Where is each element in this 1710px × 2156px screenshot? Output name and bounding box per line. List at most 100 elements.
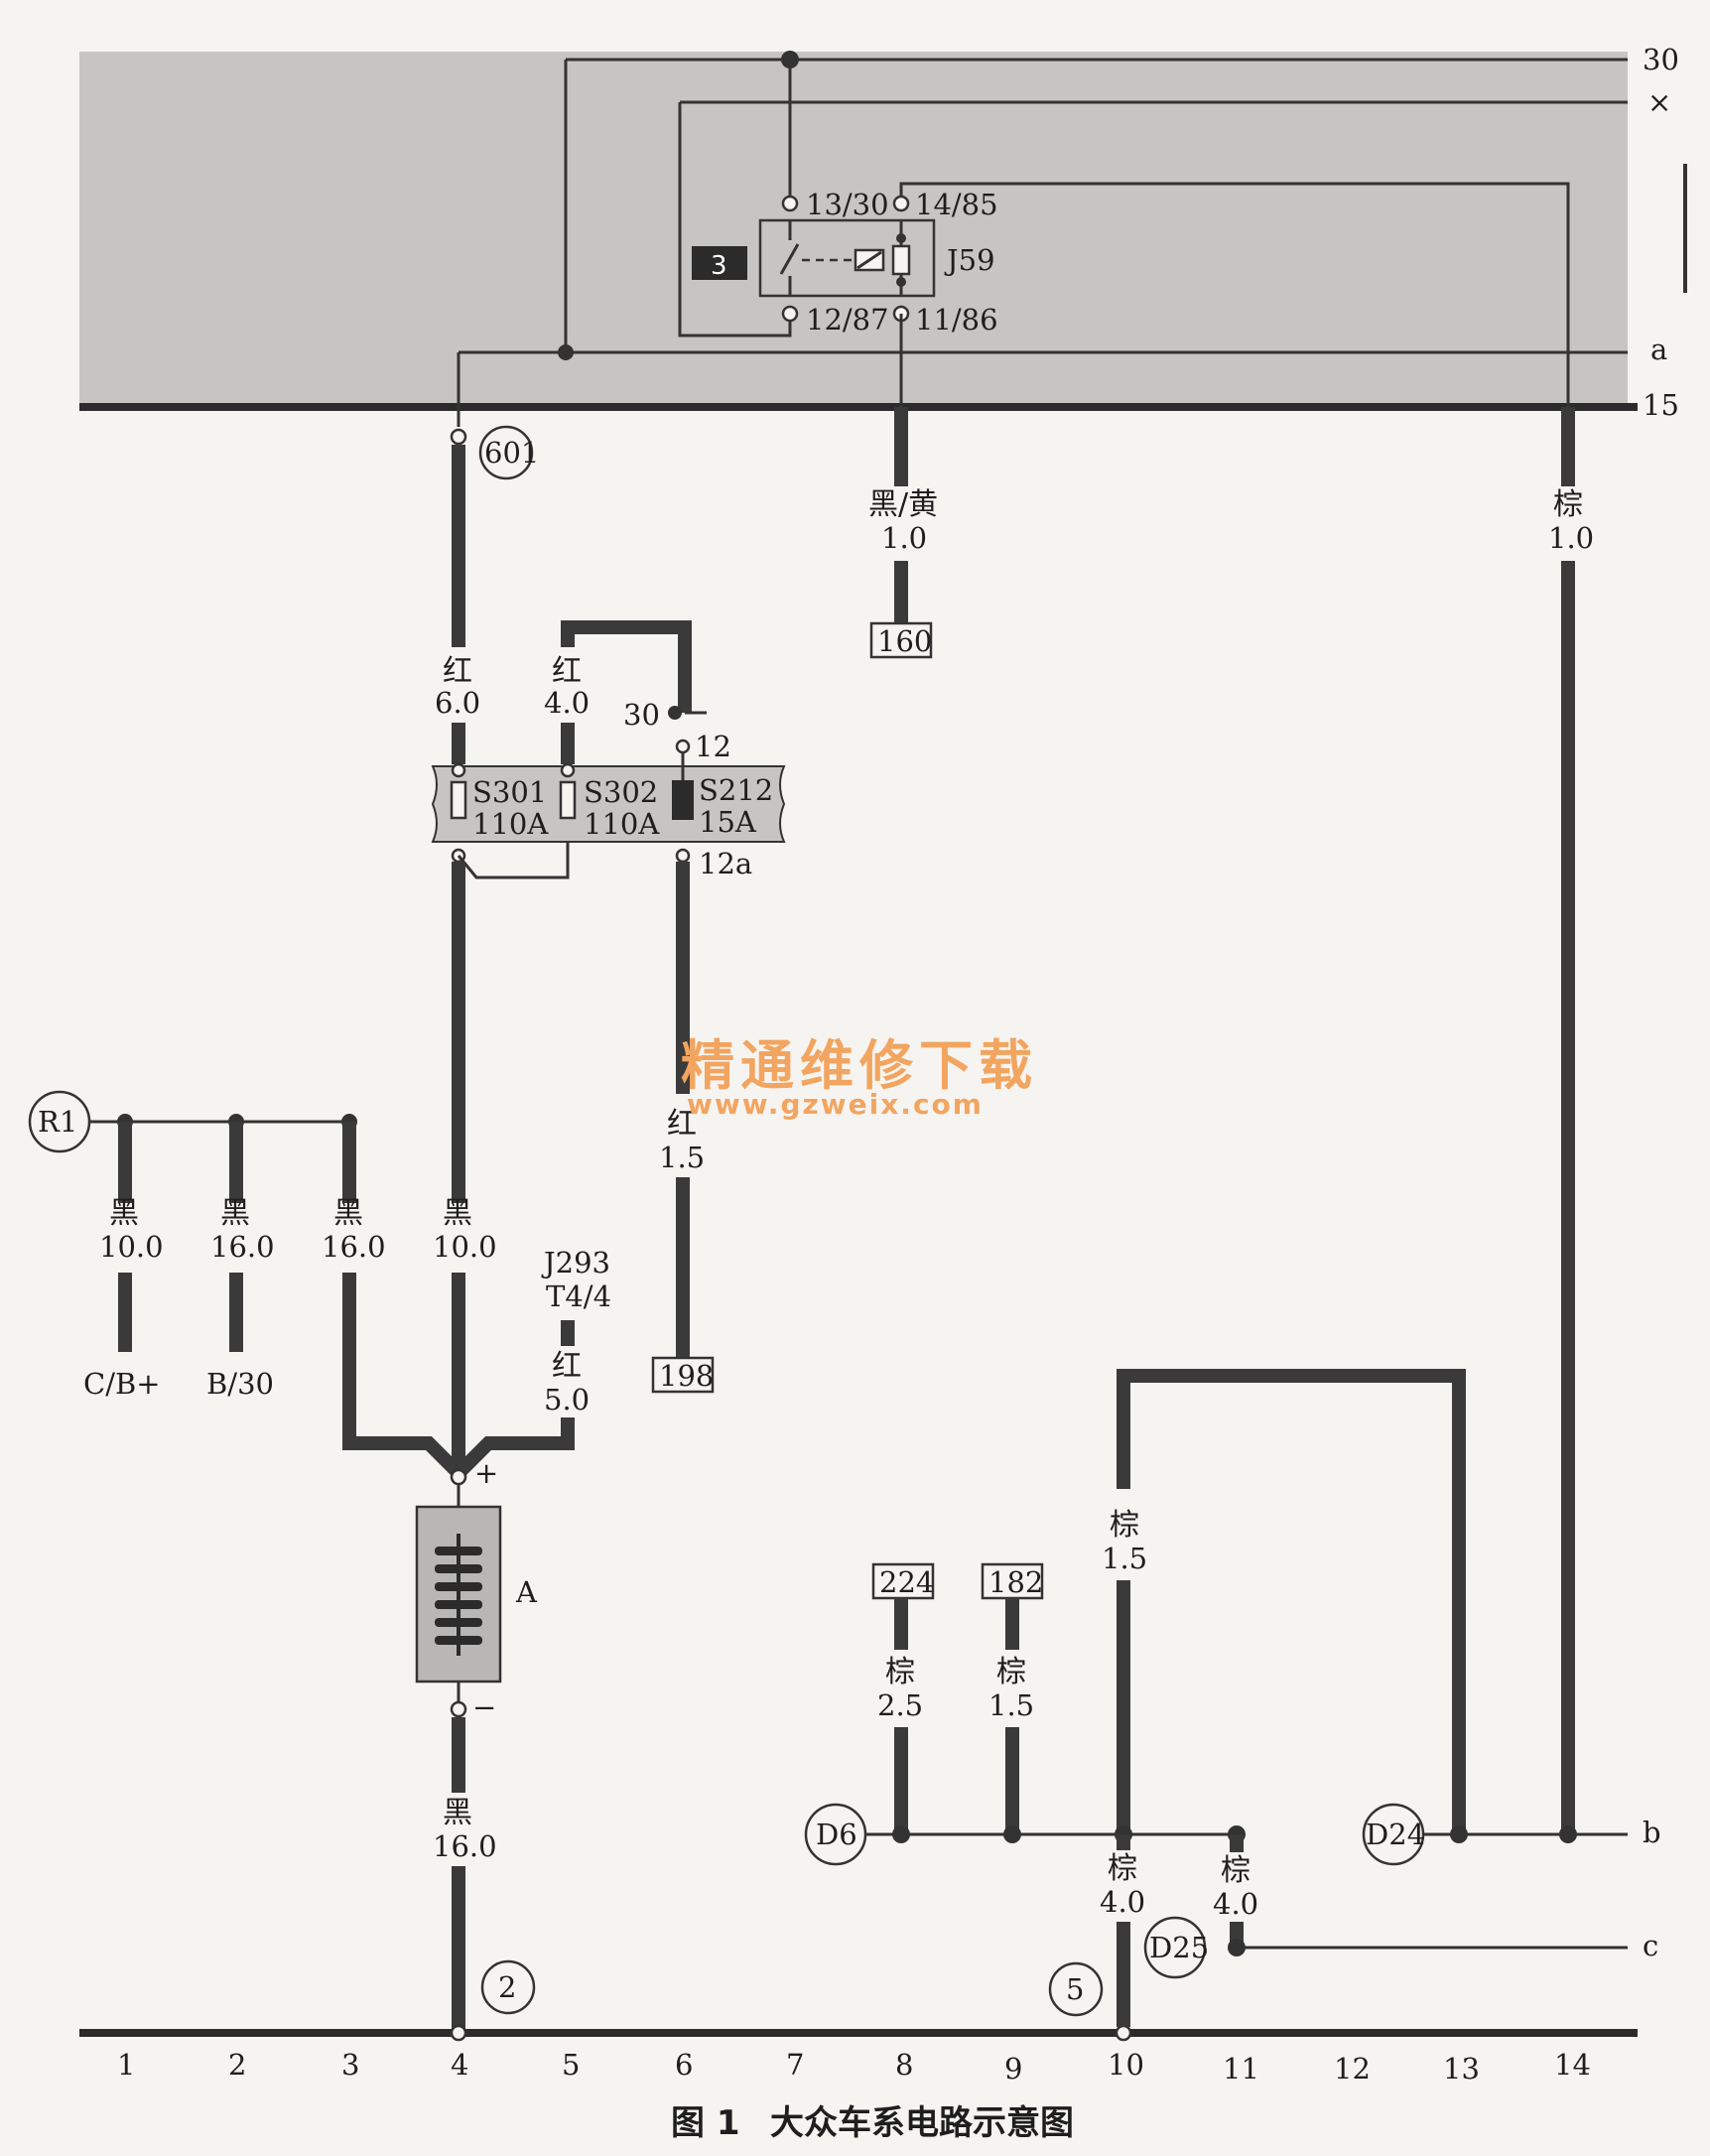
terminal-t44: T4/4	[546, 1280, 611, 1313]
relay-coil-dot-bottom	[896, 277, 906, 287]
wire-red-s302-loop	[561, 620, 692, 713]
ref-182: 182	[988, 1565, 1043, 1599]
col-6: 6	[675, 2048, 693, 2082]
relay-j59-box	[758, 218, 936, 298]
ref-160-box	[869, 621, 933, 659]
column-numbers: 1 2 3 4 5 6 7 8 9 10 11 12 13 14	[117, 2048, 1591, 2086]
col-2: 2	[228, 2048, 246, 2082]
col-12: 12	[1334, 2052, 1371, 2086]
relay-tag-text: 3	[711, 251, 727, 281]
col-11: 11	[1223, 2052, 1259, 2086]
wire-brown-10-label: 棕	[1108, 1851, 1137, 1886]
col-7: 7	[786, 2048, 804, 2082]
ground-node-5	[1048, 1961, 1104, 2017]
relay-j59-label: J59	[944, 243, 995, 277]
col-10: 10	[1108, 2048, 1144, 2082]
wire-brown-11-size: 4.0	[1213, 1887, 1258, 1921]
col-14: 14	[1554, 2048, 1591, 2082]
col-5: 5	[562, 2048, 580, 2082]
wire-14-85	[899, 182, 1570, 407]
rail-c-label: c	[1643, 1929, 1658, 1962]
rail-30-label: 30	[1643, 43, 1679, 76]
rail-x-label: ×	[1647, 85, 1671, 119]
junction-a	[558, 344, 574, 360]
wire-black-c3-label: 黑	[333, 1196, 363, 1231]
battery-minus-pin	[450, 1700, 467, 1718]
wire-black-c4-size: 10.0	[433, 1230, 497, 1264]
ref-224-box	[871, 1562, 935, 1600]
wire-red-198-size: 1.5	[659, 1141, 705, 1174]
col-9: 9	[1004, 2052, 1022, 2086]
battery-a-label: A	[515, 1575, 538, 1609]
rail-15-label: 15	[1643, 388, 1679, 422]
wire-red-s302-size: 4.0	[544, 686, 590, 720]
fuse-s212	[672, 780, 694, 820]
wire-brown-224-size: 2.5	[877, 1688, 923, 1722]
fuse-s212-rating: 15A	[699, 805, 757, 839]
fuse-pin-12: 12	[695, 730, 731, 763]
node-d25-label: D25	[1149, 1931, 1209, 1964]
ref-224: 224	[879, 1565, 934, 1599]
col-3: 3	[341, 2048, 359, 2082]
fuse-s212-pin-12a	[675, 848, 691, 864]
battery-plus-label: +	[474, 1456, 498, 1490]
fuse-s302-pin-top	[560, 762, 576, 778]
fuse-s301-pin-top	[451, 762, 466, 778]
wire-black-c2-size: 16.0	[210, 1230, 275, 1264]
relay-panel-area	[79, 52, 1628, 407]
ref-160: 160	[877, 624, 932, 658]
wire-black-c1-size: 10.0	[99, 1230, 164, 1264]
wire-black-c1-label: 黑	[109, 1196, 139, 1231]
wire-black-c4-label: 黑	[443, 1196, 472, 1231]
pin-12-87-label: 12/87	[806, 303, 889, 337]
wire-12-87	[678, 102, 792, 337]
wire-brown-14-size: 1.0	[1548, 521, 1594, 555]
fuse-s302	[559, 780, 577, 820]
rail-b-label: b	[1643, 1816, 1661, 1849]
fuse-s301	[450, 780, 467, 820]
fuse-block	[431, 765, 786, 843]
wire-brown-loop	[1117, 1369, 1466, 1834]
wire-red-198-label: 红	[667, 1107, 697, 1142]
relay-coil-dot-top	[896, 233, 906, 243]
wire-brown-loop-size: 1.5	[1102, 1542, 1147, 1575]
wire-red-601-label: 红	[443, 654, 472, 689]
col-13: 13	[1443, 2052, 1480, 2086]
rail-a-label: a	[1650, 333, 1667, 366]
node-d25	[1143, 1916, 1207, 1979]
relay-contact-arm	[779, 243, 800, 275]
pin-13-30	[781, 195, 799, 212]
ground-pin-10	[1115, 2024, 1132, 2042]
wire-brown-224-label: 棕	[885, 1655, 915, 1689]
pin-14-85	[892, 195, 910, 212]
ref-182-box	[981, 1562, 1044, 1600]
pin-30-dot	[668, 706, 682, 720]
pin-12-87	[781, 305, 799, 323]
figure-number: 图 1	[671, 2103, 740, 2143]
junction-d6-8	[892, 1825, 910, 1843]
node-d24-label: D24	[1366, 1818, 1425, 1851]
pin-11-86-label: 11/86	[915, 303, 998, 337]
fuse-s302-label: S302	[584, 775, 658, 809]
wire-black-yellow-size: 1.0	[881, 521, 927, 555]
wire-black-yellow-label: 黑/黄	[868, 487, 938, 522]
fuse-pin-12a: 12a	[699, 847, 752, 880]
fuse-s302-bridge	[457, 842, 570, 879]
ground-node-2-label: 2	[498, 1970, 516, 2004]
wire-black-c2-label: 黑	[220, 1196, 250, 1231]
ground-pin-4	[450, 2024, 467, 2042]
wire-brown-10-size: 4.0	[1100, 1885, 1145, 1919]
wire-black-gnd-label: 黑	[443, 1796, 472, 1830]
fuse-s301-label: S301	[472, 775, 547, 809]
ref-198-box	[651, 1356, 715, 1394]
wire-red-s302-label: 红	[552, 654, 582, 689]
wire-red-j293-size: 5.0	[544, 1383, 590, 1416]
pin-601	[450, 428, 467, 446]
terminal-j293: J293	[541, 1246, 610, 1280]
wire-red-j293-lower	[454, 1417, 575, 1478]
wire-black-c3-size: 16.0	[322, 1230, 386, 1264]
node-r1-label: R1	[38, 1105, 77, 1139]
node-601	[478, 425, 534, 480]
